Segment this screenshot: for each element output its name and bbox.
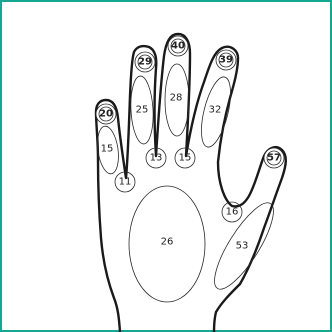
middle-finger-base-label: 15 (179, 153, 192, 164)
index-finger-label: 32 (209, 105, 222, 116)
thumb-base-label: 16 (226, 207, 239, 218)
thumb-pad-label: 53 (236, 241, 249, 252)
little-finger-base-label: 11 (119, 177, 132, 188)
palm-label: 26 (161, 237, 174, 248)
little-finger-label: 15 (101, 144, 114, 155)
middle-finger-label: 28 (170, 93, 183, 104)
little-finger-tip-label: 20 (99, 109, 113, 120)
middle-finger-tip-label: 40 (171, 41, 185, 52)
ring-finger-base-label: 13 (150, 153, 163, 164)
ring-finger-tip-label: 29 (138, 57, 152, 68)
thumb-tip-label: 57 (267, 153, 281, 164)
index-finger-tip-label: 39 (219, 55, 233, 66)
ring-finger-label: 25 (136, 105, 149, 116)
